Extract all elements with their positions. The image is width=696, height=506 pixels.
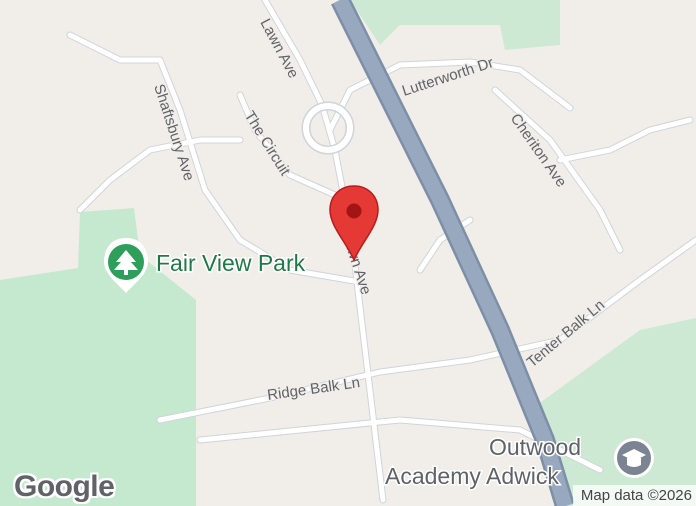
school-label-line1[interactable]: Outwood xyxy=(488,433,583,462)
park-tree-shape xyxy=(114,250,138,270)
location-pin[interactable] xyxy=(329,185,379,262)
park-label[interactable]: Fair View Park xyxy=(155,249,308,278)
map-attribution[interactable]: Map data ©2026 xyxy=(572,485,696,506)
motorway xyxy=(333,0,573,506)
google-logo[interactable]: Google xyxy=(14,470,115,503)
school-poi[interactable]: Outwood Academy Adwick xyxy=(384,433,654,491)
school-label-line2[interactable]: Academy Adwick xyxy=(384,462,561,491)
location-pin-icon[interactable] xyxy=(329,185,379,262)
roundabout xyxy=(303,103,353,153)
school-cap-base xyxy=(627,458,641,467)
park-poi[interactable]: Fair View Park xyxy=(104,238,308,293)
park-tree-trunk xyxy=(124,270,128,275)
location-pin-dot xyxy=(346,203,362,219)
green-area-north xyxy=(350,0,560,50)
park-area xyxy=(0,208,196,506)
